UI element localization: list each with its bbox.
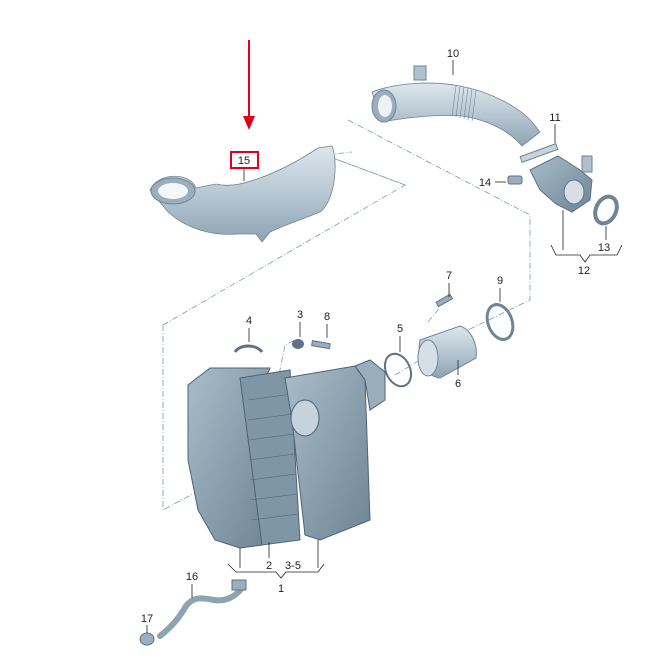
part-4-clip[interactable] bbox=[233, 328, 264, 354]
part-11-gasket[interactable] bbox=[519, 124, 559, 163]
label-2: 2 bbox=[265, 560, 273, 572]
pointer-arrow bbox=[243, 40, 255, 130]
label-6: 6 bbox=[454, 378, 462, 390]
part-7-screw[interactable] bbox=[435, 283, 454, 308]
label-11: 11 bbox=[549, 112, 561, 124]
label-15: 15 bbox=[237, 155, 251, 167]
label-1: 1 bbox=[277, 583, 285, 595]
label-3: 3 bbox=[296, 309, 304, 321]
label-12: 12 bbox=[577, 265, 591, 277]
label-16: 16 bbox=[185, 571, 199, 583]
part-16-drain-hose[interactable] bbox=[157, 579, 247, 639]
label-8: 8 bbox=[323, 311, 331, 323]
part-3-grommet[interactable] bbox=[292, 322, 304, 349]
label-3-5: 3-5 bbox=[285, 560, 301, 572]
label-10: 10 bbox=[446, 48, 460, 60]
label-5: 5 bbox=[396, 323, 404, 335]
part-12-throttle-adapter[interactable] bbox=[529, 155, 623, 263]
part-13-seal-ring[interactable] bbox=[591, 193, 621, 240]
label-13: 13 bbox=[597, 242, 611, 254]
label-7: 7 bbox=[445, 270, 453, 282]
part-1-air-filter-housing[interactable] bbox=[187, 359, 386, 579]
label-9: 9 bbox=[496, 275, 504, 287]
part-6-air-mass-meter[interactable] bbox=[417, 325, 477, 379]
part-14-bolt[interactable] bbox=[495, 175, 523, 185]
part-8-bolt[interactable] bbox=[311, 324, 331, 350]
label-4: 4 bbox=[245, 315, 253, 327]
part-5-o-ring[interactable] bbox=[380, 336, 416, 390]
label-14: 14 bbox=[478, 177, 492, 189]
part-10-intake-pipe[interactable] bbox=[371, 60, 541, 147]
part-17-clamp[interactable] bbox=[139, 625, 155, 646]
part-9-hose-clamp[interactable] bbox=[483, 288, 518, 343]
label-17: 17 bbox=[140, 613, 154, 625]
part-15-intake-hose[interactable] bbox=[149, 145, 336, 243]
highlight-box-part-15 bbox=[230, 151, 259, 169]
